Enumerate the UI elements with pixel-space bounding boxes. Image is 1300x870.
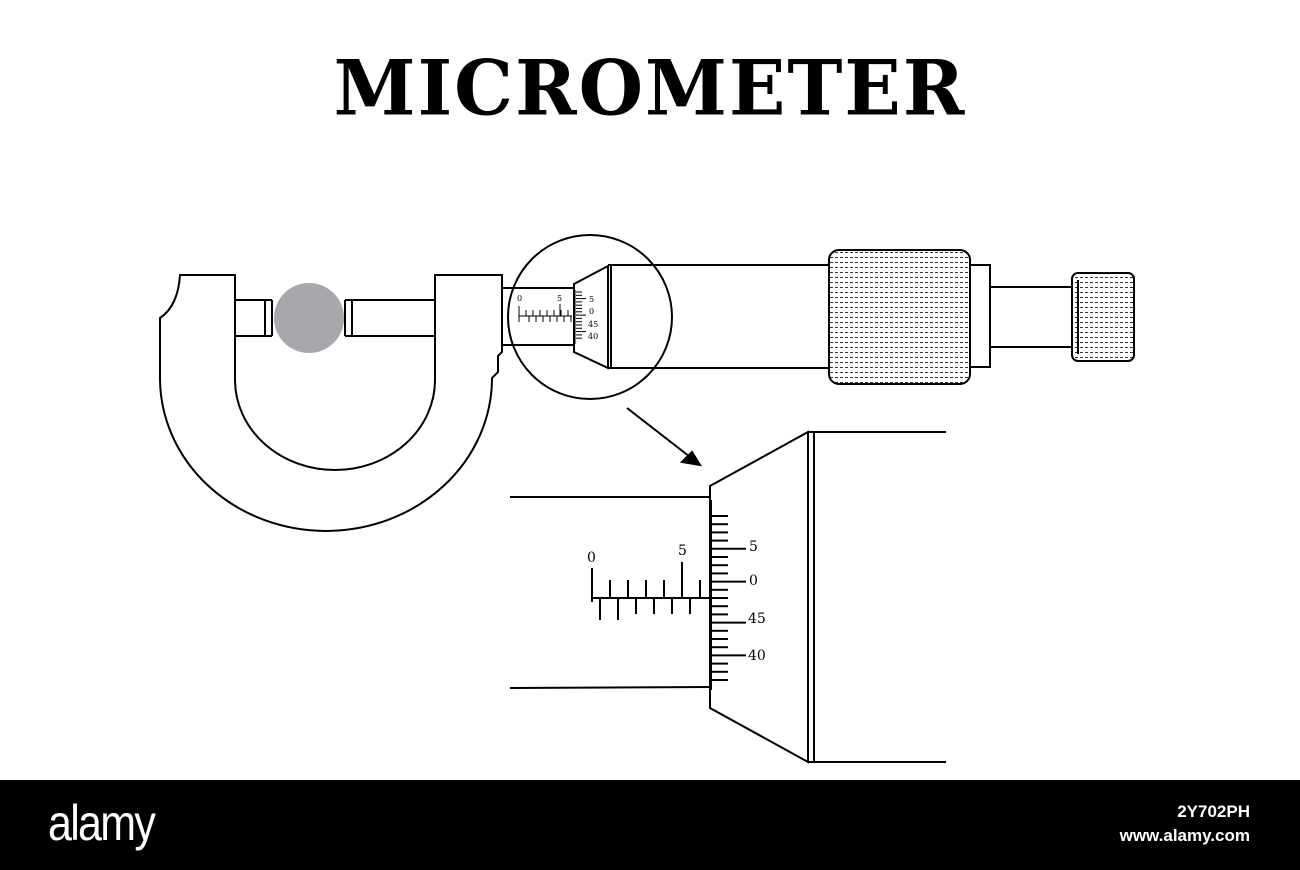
thimble-grip: [828, 249, 971, 385]
barrel: [969, 264, 1073, 368]
zoom-thimble-label-5: 5: [749, 539, 758, 555]
zoom-thimble: [709, 430, 946, 764]
magnifier-circle-icon: [507, 234, 673, 400]
spindle: [344, 299, 436, 337]
micrometer-diagram: 0 5 5 0 45 40 0 5 5 0 45 40: [159, 234, 1135, 764]
knurled-ratchet-icon: [1071, 272, 1135, 362]
zoom-sleeve-label-5: 5: [678, 543, 687, 559]
small-sleeve-label-0: 0: [517, 294, 522, 303]
small-thimble-label-45: 45: [588, 320, 598, 329]
zoom-scale: [591, 500, 746, 690]
zoom-arrow-icon: [626, 407, 703, 467]
site-url[interactable]: www.alamy.com: [1119, 826, 1250, 845]
measured-object: [274, 283, 344, 353]
anvil: [234, 299, 273, 337]
thimble: [573, 264, 828, 370]
zoom-sleeve-label-0: 0: [587, 550, 596, 566]
brand-logo[interactable]: alamy: [48, 795, 156, 851]
small-scale: [518, 290, 586, 344]
image-id: 2Y702PH: [1177, 802, 1250, 821]
zoom-sleeve: [509, 496, 711, 689]
small-thimble-label-0: 0: [589, 307, 594, 316]
small-sleeve-label-5: 5: [557, 294, 562, 303]
small-thimble-label-5: 5: [589, 295, 594, 304]
frame: [159, 274, 503, 532]
zoom-thimble-label-0: 0: [749, 573, 758, 589]
zoom-thimble-label-40: 40: [748, 648, 766, 664]
footer-bar: alamy 2Y702PH www.alamy.com: [0, 780, 1300, 870]
small-thimble-label-40: 40: [588, 332, 598, 341]
page-title: MICROMETER: [333, 45, 967, 133]
zoom-thimble-label-45: 45: [748, 611, 766, 627]
